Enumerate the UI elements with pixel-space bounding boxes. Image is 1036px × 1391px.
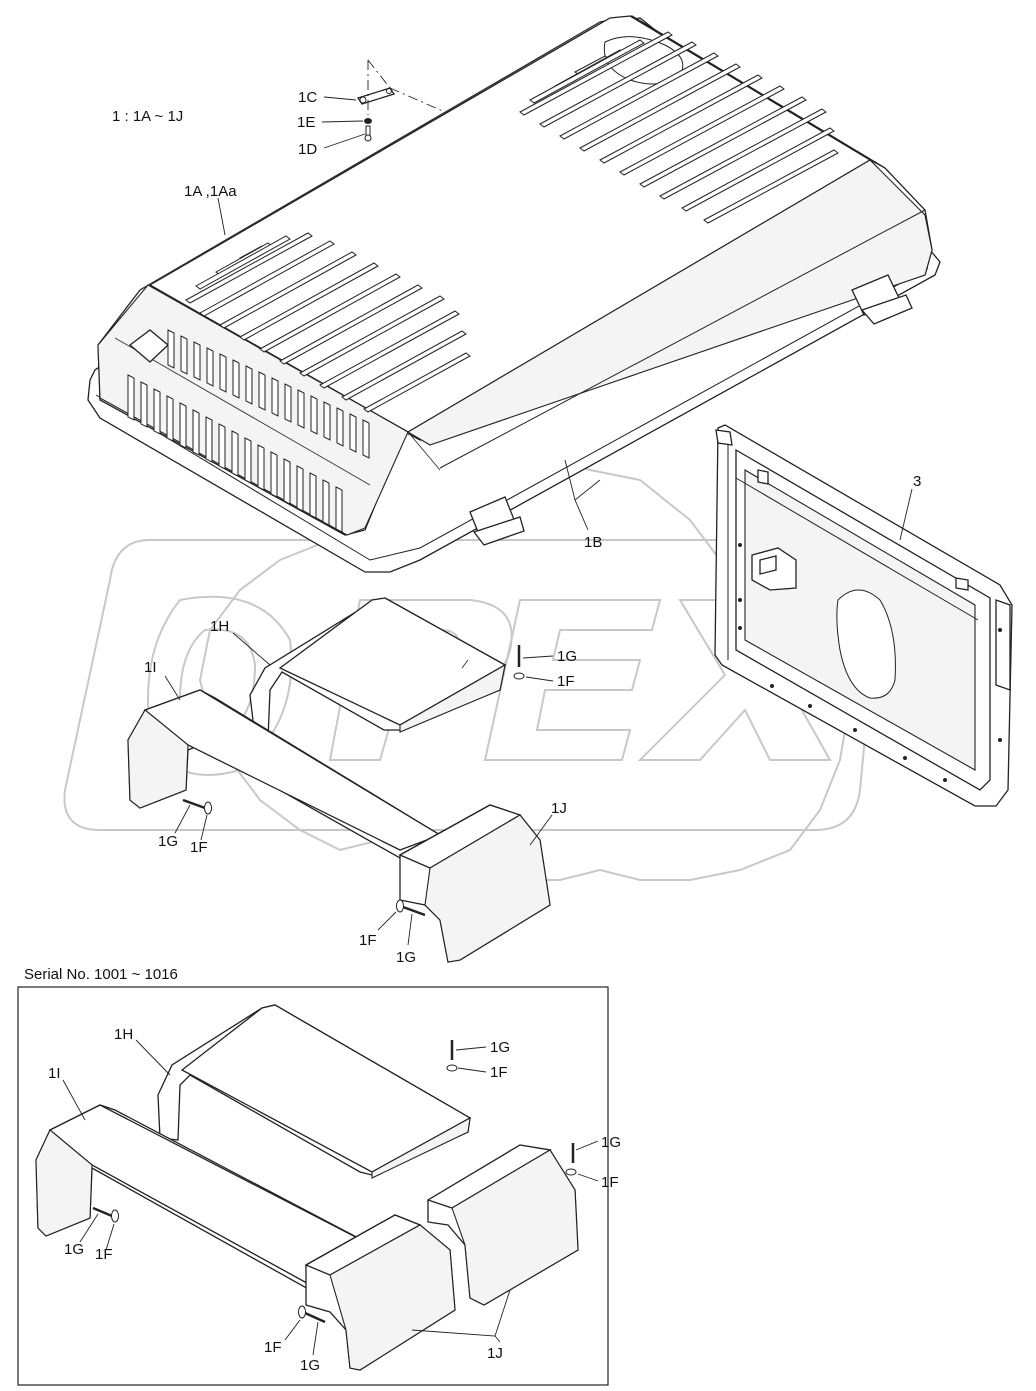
leader-1C — [323, 96, 357, 101]
top-vent-slots-rear — [519, 31, 839, 224]
hinge-bracket-1C — [356, 87, 396, 105]
cover-1I — [127, 689, 442, 859]
inset-leader-1G-b — [575, 1140, 599, 1151]
callout-3: 3 — [913, 473, 921, 490]
top-vent-slots-front — [185, 232, 471, 413]
inset-callout-1F-b: 1F — [601, 1174, 619, 1191]
inset-leader-1J — [411, 1289, 511, 1343]
inset-leader-1F-a — [457, 1067, 487, 1073]
callout-1D: 1D — [298, 141, 317, 158]
leader-1D — [323, 133, 366, 149]
leader-1H — [232, 632, 271, 666]
bolt-1D — [364, 125, 372, 142]
inset-cover-1J-front — [304, 1214, 456, 1371]
assembly-scope-label: 1 : 1A ~ 1J — [112, 108, 183, 125]
leader-1F-c — [377, 911, 397, 931]
inset-leader-1G-d — [312, 1321, 319, 1356]
leader-1B — [564, 459, 601, 531]
cover-1H — [249, 597, 507, 741]
inset-leader-1F-c — [105, 1223, 115, 1251]
leader-1J — [529, 814, 553, 846]
hinge-front — [469, 496, 525, 546]
inset-leader-1G-a — [455, 1046, 487, 1051]
callout-1G-c: 1G — [396, 949, 416, 966]
callout-1B: 1B — [584, 534, 602, 551]
callout-1I: 1I — [144, 659, 157, 676]
callout-1H: 1H — [210, 618, 229, 635]
callout-1G-b: 1G — [158, 833, 178, 850]
callout-1J: 1J — [551, 800, 567, 817]
inset-cover-1J-rear — [426, 1144, 579, 1306]
inset-leader-1I — [62, 1079, 86, 1121]
leader-1G-b — [174, 804, 191, 834]
hinge-right — [851, 274, 913, 325]
inset-callout-1F-c: 1F — [95, 1246, 113, 1263]
inset-callout-1F-a: 1F — [490, 1064, 508, 1081]
engine-hood-1A — [87, 15, 941, 573]
leader-1A — [217, 197, 226, 236]
inset-callout-1H: 1H — [114, 1026, 133, 1043]
callout-1F-c: 1F — [359, 932, 377, 949]
leader-1F-a — [525, 676, 554, 682]
leader-1I — [164, 675, 181, 701]
callout-1E: 1E — [297, 114, 315, 131]
callout-1A-1Aa: 1A ,1Aa — [184, 183, 237, 200]
inset-callout-1G-c: 1G — [64, 1241, 84, 1258]
inset-callout-1G-b: 1G — [601, 1134, 621, 1151]
inset-callout-1J: 1J — [487, 1345, 503, 1362]
inset-frame — [17, 986, 609, 1386]
leader-1G-a — [522, 655, 554, 659]
washer-1E — [364, 118, 372, 124]
inset-callout-1G-d: 1G — [300, 1357, 320, 1374]
fastener-set-main — [182, 645, 525, 917]
leader-3 — [899, 488, 913, 541]
callout-1F-b: 1F — [190, 839, 208, 856]
inset-title: Serial No. 1001 ~ 1016 — [24, 966, 178, 983]
hood-frame-3 — [714, 424, 1013, 807]
callout-1G-a: 1G — [557, 648, 577, 665]
leader-1F-b — [200, 814, 208, 841]
inset-callout-1F-d: 1F — [264, 1339, 282, 1356]
callout-1C: 1C — [298, 89, 317, 106]
inset-leader-1F-b — [577, 1173, 599, 1182]
inset-cover-1H — [157, 1004, 472, 1179]
cover-1J — [398, 804, 551, 963]
leader-1G-c — [407, 913, 413, 946]
inset-leader-1H — [135, 1039, 171, 1076]
front-vent-slots — [127, 329, 370, 533]
callout-1F-a: 1F — [557, 673, 575, 690]
inset-callout-1G-a: 1G — [490, 1039, 510, 1056]
inset-leader-1G-c — [79, 1213, 99, 1243]
leader-1E — [321, 120, 364, 123]
inset-leader-1F-d — [284, 1319, 301, 1341]
inset-callout-1I: 1I — [48, 1065, 61, 1082]
inset-cover-1I — [35, 1104, 402, 1291]
inset-fastener-set — [92, 1040, 577, 1324]
